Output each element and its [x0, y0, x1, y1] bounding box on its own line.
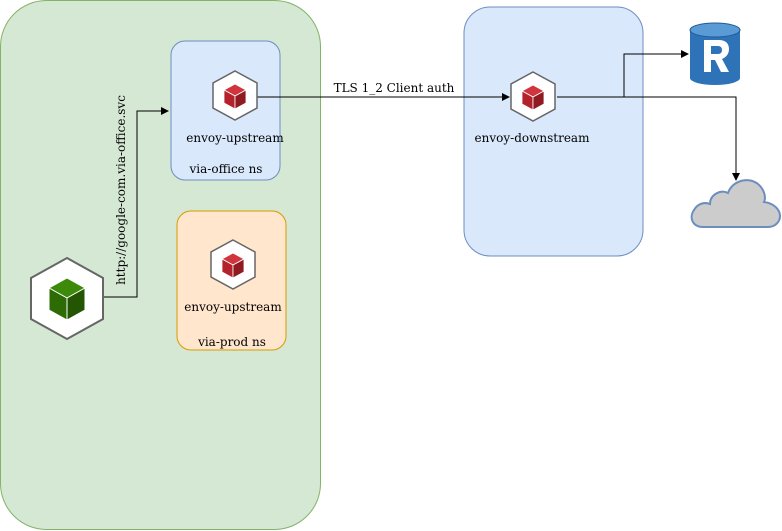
cloud-icon [690, 179, 782, 228]
downstream-container [463, 6, 644, 257]
client-app-green-cube-icon [30, 256, 104, 341]
http-edge-label: http://google-com.via-office.svc [114, 95, 128, 285]
tls-edge-label: TLS 1_2 Client auth [334, 81, 455, 95]
downstream-label: envoy-downstream [475, 131, 591, 145]
edge-client-to-upstream [103, 107, 169, 298]
envoy-downstream-red-cube-icon [510, 71, 556, 122]
prod-namespace-label: via-prod ns [197, 335, 266, 349]
office-namespace-label: via-office ns [189, 162, 263, 176]
office-upstream-label: envoy-upstream [186, 131, 284, 145]
envoy-prod-red-cube-icon [210, 239, 256, 290]
redis-database-icon [689, 22, 741, 85]
envoy-office-red-cube-icon [212, 70, 258, 121]
edge-downstream-to-cloud [557, 96, 740, 181]
prod-upstream-label: envoy-upstream [184, 300, 282, 314]
